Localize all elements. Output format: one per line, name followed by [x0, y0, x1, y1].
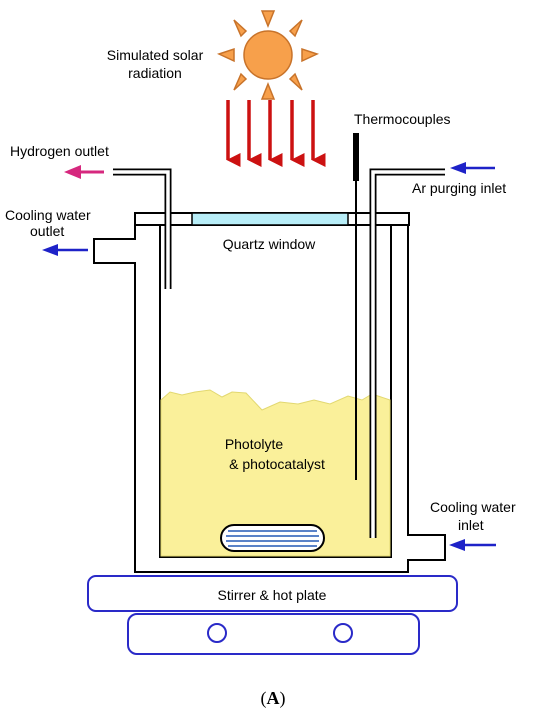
thermocouples-label: Thermocouples — [354, 111, 451, 127]
hydrogen-outlet-label: Hydrogen outlet — [10, 143, 109, 159]
cooling-water-outlet-label-line2: outlet — [30, 223, 64, 239]
solar-radiation-label-line2: radiation — [128, 65, 182, 81]
solar-radiation-label-line1: Simulated solar — [107, 47, 204, 63]
cooling-outlet-arrow — [42, 244, 88, 256]
cooling-water-inlet-label-line2: inlet — [458, 517, 484, 533]
stirrer-hot-plate — [87, 575, 458, 612]
sun-icon — [216, 10, 320, 100]
cooling-water-outlet-label-line1: Cooling water — [5, 207, 91, 223]
radiation-arrows — [226, 100, 326, 167]
thermocouple-probe — [353, 133, 359, 480]
quartz-window — [191, 212, 349, 226]
caption-close: ) — [280, 688, 286, 709]
stirrer-base — [127, 613, 420, 655]
hydrogen-outlet-arrow — [64, 165, 104, 179]
stirrer-hot-plate-label: Stirrer & hot plate — [218, 587, 327, 603]
photolyte-label-line2: & photocatalyst — [229, 456, 325, 472]
quartz-window-label: Quartz window — [223, 236, 316, 252]
cooling-inlet-arrow — [449, 539, 496, 551]
photolyte-label-line1: Photolyte — [225, 436, 284, 452]
figure-caption: (A) — [261, 688, 286, 709]
ar-inlet-arrow — [450, 162, 495, 174]
stir-bar — [220, 524, 325, 552]
ar-purging-inlet-label: Ar purging inlet — [412, 180, 506, 196]
caption-open: ( — [261, 688, 267, 709]
caption-letter: A — [267, 688, 280, 708]
cooling-water-inlet-label-line1: Cooling water — [430, 499, 516, 515]
